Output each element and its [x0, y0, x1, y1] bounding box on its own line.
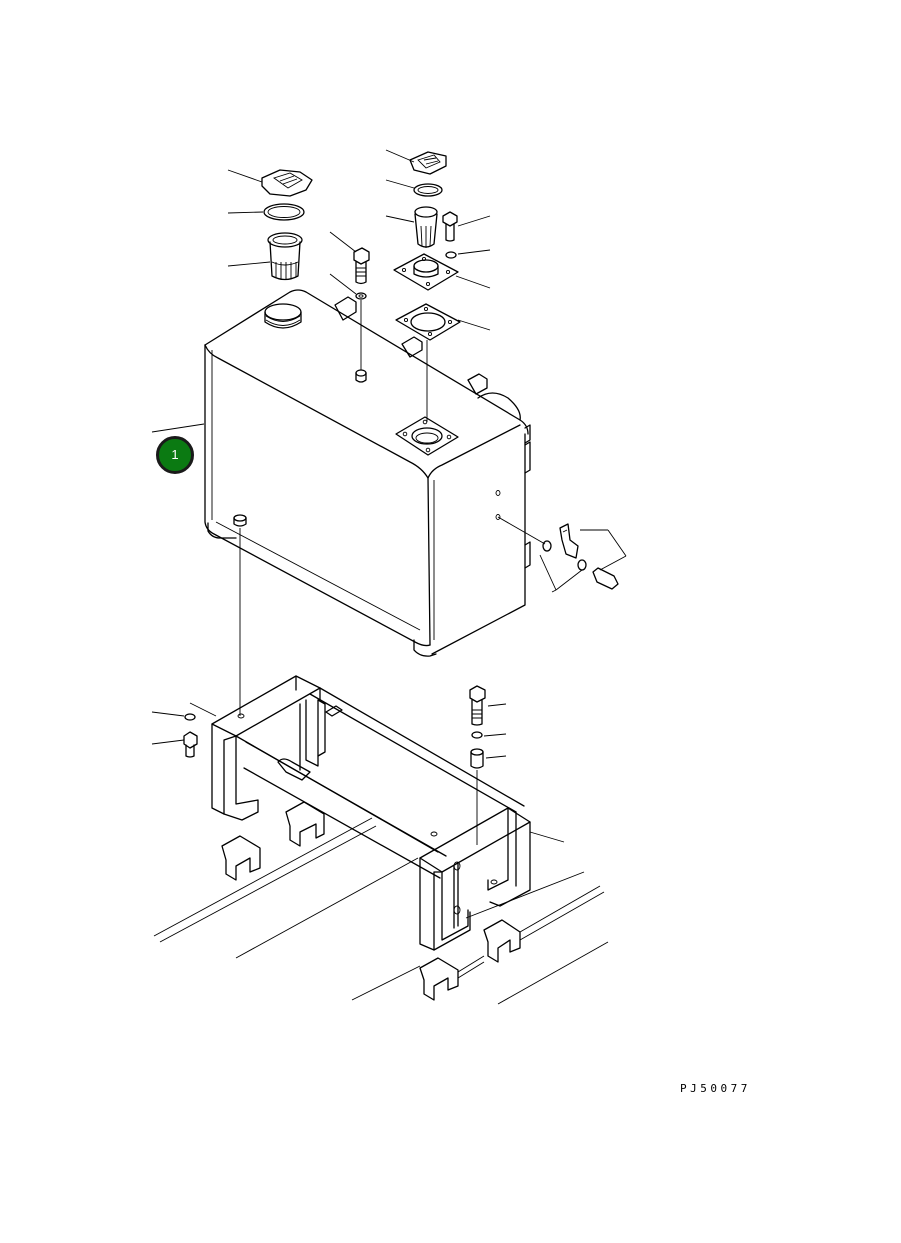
mounting-frame: [211, 675, 565, 951]
drawing-code: PJ50077: [680, 1082, 751, 1095]
right-cap-assembly: [385, 149, 491, 422]
fuel-tank: [204, 289, 531, 657]
side-clip-assembly: [497, 516, 627, 593]
mounting-blocks: [221, 801, 521, 1001]
chassis-rails: [153, 817, 609, 1005]
callout-1-leader: [151, 423, 205, 433]
left-bolt-and-washer: [151, 528, 241, 758]
callout-1-badge[interactable]: 1: [156, 436, 194, 474]
left-filler-cap-assembly: [227, 169, 313, 281]
top-bolt-and-washer: [329, 231, 370, 370]
right-bolt-washer-spacer: [469, 685, 507, 845]
